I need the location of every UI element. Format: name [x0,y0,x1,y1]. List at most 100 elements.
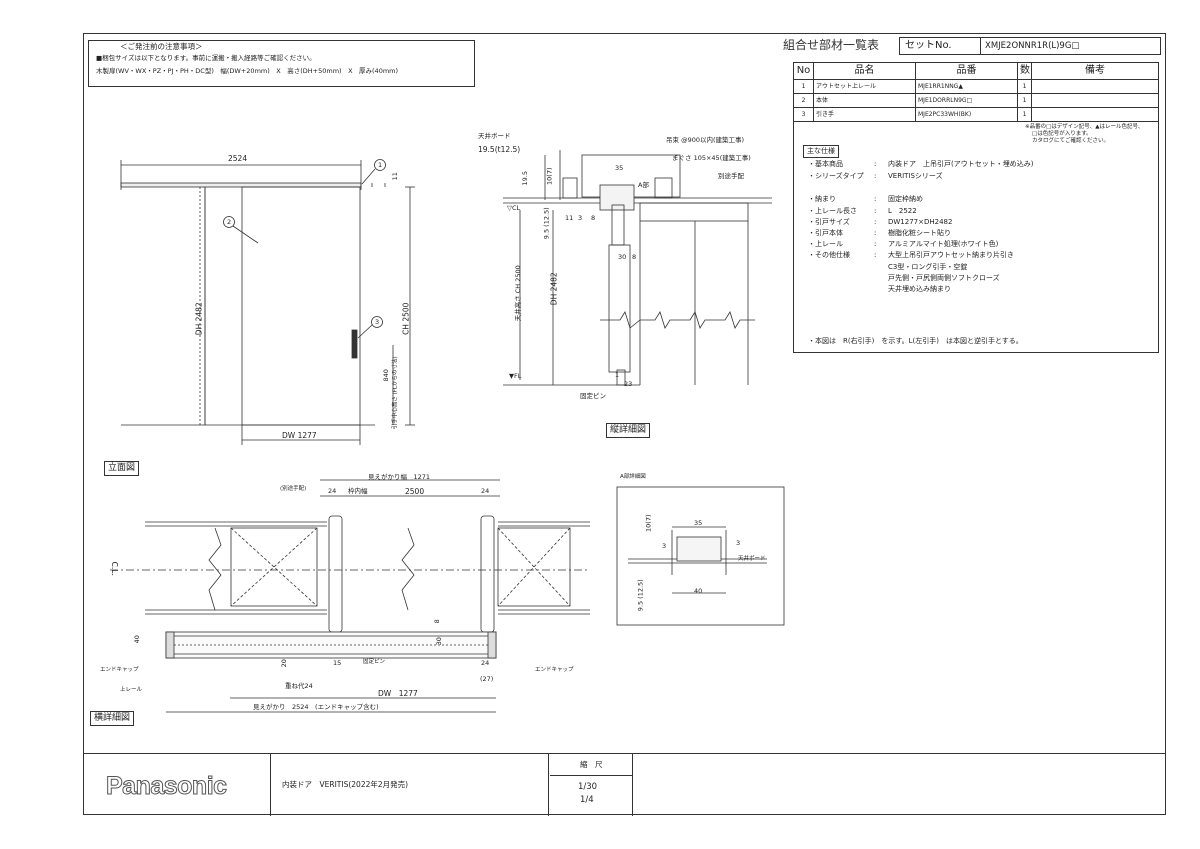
elevation-label: 立面図 [104,461,140,476]
elev-width-dim: 2524 [228,154,248,163]
v-d8b: 8 [632,253,637,261]
horizontal-detail-label: 横詳細図 [90,711,135,726]
v-upper-note-2: まぐさ 105×45(建築工事) [672,154,751,162]
notice-title: ＜ご発注前の注意事項＞ [120,42,203,51]
v-ceiling-board: 天井ボード [478,132,511,140]
h-d30: 30 [434,637,443,646]
spec-row: ・上レール:アルミアルマイト処理(ホワイト色) [808,240,999,248]
v-d30: 30 [618,253,627,261]
elev-dw: DW 1277 [282,431,317,440]
v-d10: 10(7) [545,167,554,185]
title-bar [83,753,1166,816]
spec-extra-3: 天井埋め込み納まり [888,285,951,293]
v-d11: 11 [565,214,574,222]
v-d1: 1 [615,371,620,379]
set-label: セットNo. [905,40,952,51]
elev-handle-note: 引手中心高さ (FLからの寸法) [392,356,399,430]
spec-extra-2: 戸先側・戸尻側両側ソフトクローズ [888,274,1000,282]
elevation-view [120,159,415,445]
spec-heading: 主な仕様 [803,145,839,158]
spec-extra-1: C3型・ロング引手・空錠 [888,263,968,271]
v-betto: 別途手配 [718,172,744,180]
elev-handle-h: 840 [381,369,390,382]
h-rail: 上レール [120,687,143,693]
v-d8: 8 [591,214,596,222]
v-d9: 9.5 (12.5) [542,207,551,240]
spec-footnote: ・本図は R(右引手) を示す。L(左引手) は本図と逆引手とする。 [808,337,1023,345]
panasonic-logo: Panasonic [106,772,228,801]
scale-label: 縮 尺 [580,760,603,769]
a-d40: 40 [694,587,703,595]
h-d15: 15 [333,659,342,667]
v-ch: 天井高さ CH 2500 [513,265,522,322]
scale-2: 1/4 [580,795,594,805]
elev-dh: DH 2482 [194,302,204,336]
elev-top-11: 11 [390,172,399,181]
spec-box [793,122,1159,353]
spec-row: ・引戸サイズ:DW1277×DH2482 [808,218,953,226]
h-endcap-left: エンドキャップ [100,667,139,673]
parts-note-2: □は色記号が入ります。 [1032,131,1092,137]
a-d9: 9.5 (12.5) [636,579,645,612]
h-dw: DW 1277 [378,689,418,698]
spec-row: ・シリーズタイプ:VERITISシリーズ [808,172,943,180]
v-d3: 3 [578,214,583,222]
h-total: 見えがかり 2524 (エンドキャップ含む) [253,703,379,711]
a-part-detail-view [616,486,785,626]
a-detail-label: A部詳細図 [620,474,646,480]
vertical-detail-label: 縦詳細図 [606,423,651,438]
order-notice-box [88,40,475,87]
h-kasane: 重ね代24 [285,682,313,690]
h-endcap-right: エンドキャップ [535,667,574,673]
horizontal-detail-view [110,479,590,713]
v-dh: DH 2482 [549,272,559,306]
parts-note-3: カタログにてご確認ください。 [1032,138,1110,144]
marker-2: 2 [227,218,232,226]
h-d40: 40 [132,635,141,644]
v-fl: ▼FL [509,372,522,380]
marker-3: 3 [375,318,380,326]
elev-ch: CH 2500 [401,302,411,335]
list-title: 組合せ部材一覧表 [783,38,880,52]
product-name: 内装ドア VERITIS(2022年2月発売) [282,780,409,789]
h-pin: 固定ピン [363,659,386,665]
a-d3a: 3 [662,542,667,550]
spec-row: ・基本商品:内装ドア 上吊引戸(アウトセット・埋め込み) [808,160,1034,168]
v-d35: 35 [615,164,624,172]
v-d19: 19.5 [520,171,529,186]
set-number: XMJE2ONNR1R(L)9G□ [985,41,1080,51]
v-upper-note-1: 吊束 @900以内(建築工事) [666,136,745,144]
drawing-frame [83,33,1166,815]
h-betto: (別途手配) [280,486,307,492]
marker-1: 1 [378,161,383,169]
vertical-detail-view [503,150,772,386]
spec-row: ・その他仕様:大型上吊引戸アウトセット納まり片引き [808,251,1014,259]
h-d24c: 24 [481,659,490,667]
v-pin: 固定ピン [580,392,606,400]
h-d2500: 2500 [405,487,425,496]
notice-line-2: 木製扉(WV・WX・PZ・PJ・PH・DC型) 幅(DW+20mm) X 高さ(… [96,67,399,75]
spec-row: ・上レール長さ:L 2522 [808,207,917,215]
set-number-box [899,37,1161,55]
v-cl: ▽CL [507,204,521,212]
v-d23: 23 [624,380,633,388]
h-d8: 8 [432,619,441,624]
v-a-part: A部 [638,181,649,189]
h-cl: C.L. [109,561,119,576]
a-d3b: 3 [736,539,741,547]
a-board: 天井ボード [738,556,766,562]
h-d20: 20 [279,659,288,668]
a-d10: 10(7) [644,514,653,532]
parts-note-1: ※品番の□はデザイン記号、▲はレール色記号、 [1025,124,1144,130]
spec-row: ・納まり:固定枠納め [808,195,923,203]
a-d35: 35 [694,519,703,527]
v-t19: 19.5(t12.5) [478,145,521,154]
h-wakunai: 枠内幅 [348,487,368,495]
spec-row: ・引戸本体:樹脂化粧シート貼り [808,229,951,237]
h-d24a: 24 [328,487,337,495]
